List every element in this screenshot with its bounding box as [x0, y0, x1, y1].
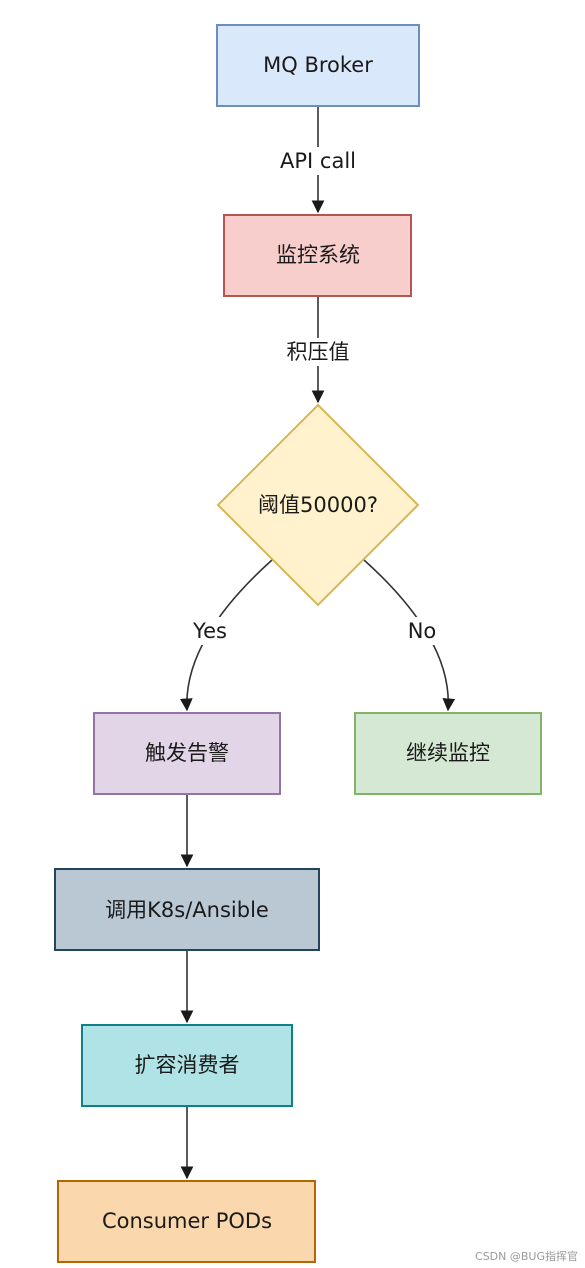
- svg-text:扩容消费者: 扩容消费者: [135, 1053, 240, 1077]
- edge-label-no: No: [408, 619, 437, 643]
- svg-text:继续监控: 继续监控: [406, 741, 490, 765]
- edge-label-backlog: 积压值: [287, 340, 350, 364]
- node-trigger-alert: 触发告警: [93, 712, 281, 795]
- node-continue-monitoring: 继续监控: [354, 712, 542, 795]
- node-consumer-pods: Consumer PODs: [57, 1180, 316, 1263]
- svg-text:Consumer PODs: Consumer PODs: [102, 1209, 272, 1233]
- node-mq-broker: MQ Broker: [216, 24, 420, 107]
- svg-text:调用K8s/Ansible: 调用K8s/Ansible: [105, 898, 269, 922]
- node-monitor-system: 监控系统: [223, 214, 412, 297]
- node-invoke-k8s-ansible: 调用K8s/Ansible: [54, 868, 320, 951]
- svg-text:MQ Broker: MQ Broker: [263, 53, 373, 77]
- svg-text:触发告警: 触发告警: [145, 741, 229, 765]
- svg-text:监控系统: 监控系统: [276, 243, 360, 267]
- node-scale-consumers: 扩容消费者: [81, 1024, 293, 1107]
- svg-text:阈值50000?: 阈值50000?: [258, 493, 378, 517]
- edge-label-api-call: API call: [280, 149, 356, 173]
- node-threshold-decision: 阈值50000?: [216, 403, 420, 607]
- watermark: CSDN @BUG指挥官: [475, 1249, 578, 1263]
- edge-label-yes: Yes: [192, 619, 227, 643]
